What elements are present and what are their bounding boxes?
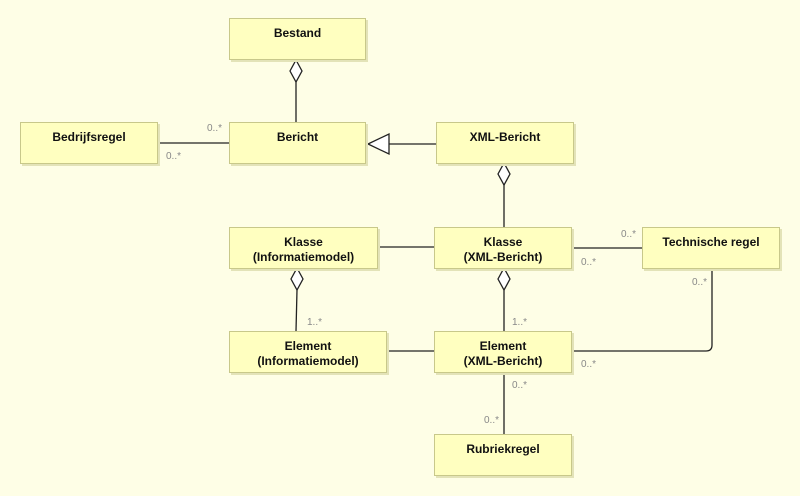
multiplicity-label: 0..*: [581, 359, 597, 370]
class-element-xml-bericht[interactable]: Element (XML-Bericht): [434, 331, 572, 373]
class-klasse-xml-bericht[interactable]: Klasse (XML-Bericht): [434, 227, 572, 269]
klasse-info-element-info-association: [295, 289, 298, 332]
class-name: Bericht: [276, 130, 319, 144]
class-xml-bericht[interactable]: XML-Bericht: [436, 122, 574, 164]
multiplicity-label: 0..*: [692, 277, 708, 288]
class-qualifier: (XML-Bericht): [463, 250, 543, 264]
multiplicity-label: 1..*: [307, 317, 323, 328]
class-bericht[interactable]: Bericht: [229, 122, 366, 164]
class-technische-regel[interactable]: Technische regel: [642, 227, 780, 269]
class-qualifier: (Informatiemodel): [252, 250, 355, 264]
class-rubriekregel[interactable]: Rubriekregel: [434, 434, 572, 476]
class-name: XML-Bericht: [469, 130, 541, 144]
class-name: Klasse: [483, 235, 523, 249]
class-bestand[interactable]: Bestand: [229, 18, 366, 60]
multiplicity-label: 0..*: [484, 415, 500, 426]
class-name: Klasse: [284, 235, 323, 249]
multiplicity-label: 0..*: [207, 123, 223, 134]
class-name: Bestand: [273, 26, 322, 40]
generalization-arrowhead: [366, 132, 390, 156]
multiplicity-label: 0..*: [512, 380, 528, 391]
class-name: Element: [479, 339, 527, 353]
class-name: Rubriekregel: [466, 442, 540, 456]
multiplicity-label: 0..*: [166, 151, 182, 162]
class-name: Element: [284, 339, 332, 353]
class-name: Technische regel: [662, 235, 760, 249]
class-element-informatiemodel[interactable]: Element (Informatiemodel): [229, 331, 387, 373]
multiplicity-label: 0..*: [581, 257, 597, 268]
multiplicity-label: 0..*: [621, 229, 637, 240]
class-klasse-informatiemodel[interactable]: Klasse (Informatiemodel): [229, 227, 378, 269]
class-qualifier: (Informatiemodel): [257, 354, 359, 368]
class-qualifier: (XML-Bericht): [463, 354, 543, 368]
technische-element-xml-association: [572, 268, 713, 352]
xml-bericht-aggregation-diamond: [497, 161, 511, 187]
klasse-info-aggregation-diamond: [290, 266, 304, 292]
class-bedrijfsregel[interactable]: Bedrijfsregel: [20, 122, 158, 164]
klasse-xml-aggregation-diamond: [497, 266, 511, 292]
multiplicity-label: 1..*: [512, 317, 528, 328]
class-name: Bedrijfsregel: [52, 130, 126, 144]
bestand-aggregation-diamond: [289, 58, 303, 84]
